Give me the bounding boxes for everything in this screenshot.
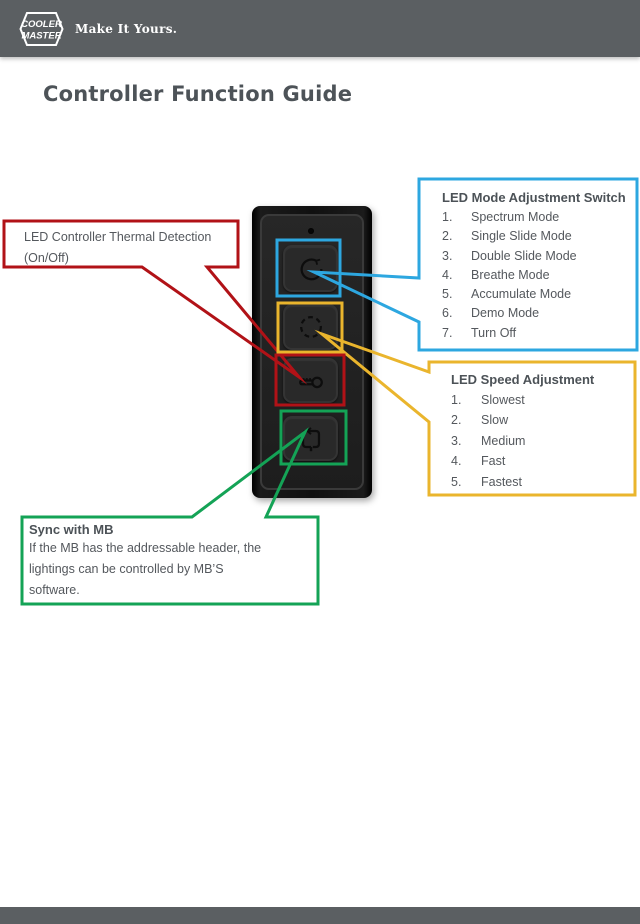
list-item: 7.Turn Off xyxy=(442,325,517,340)
brand-tagline: Make It Yours. xyxy=(75,21,178,36)
sync-arrow-icon xyxy=(301,426,320,451)
list-item: 1.Slowest xyxy=(451,393,525,407)
speed-callout: LED Speed Adjustment 1.Slowest 2.Slow 3.Me… xyxy=(429,362,635,495)
footer-bar xyxy=(0,907,640,924)
list-item: 3.Medium xyxy=(451,433,526,448)
list-item: 5.Fastest xyxy=(451,474,522,489)
mode-callout: LED Mode Adjustment Switch 1.Spectrum Mo… xyxy=(419,179,637,350)
mode-callout-title: LED Mode Adjustment Switch xyxy=(442,190,626,205)
mode-list: 1.Spectrum Mode 2.Single Slide Mode 3.Doub… xyxy=(442,208,637,343)
list-item: 4.Breathe Mode xyxy=(442,267,550,282)
logo-hexagon xyxy=(19,11,64,46)
sync-callout-text: If the MB has the addressable header, th… xyxy=(29,541,262,597)
list-item: 4.Fast xyxy=(451,454,506,469)
list-item: 5.Accumulate Mode xyxy=(442,287,572,302)
thermometer-icon xyxy=(298,376,323,388)
list-item: 3.Double Slide Mode xyxy=(442,248,577,263)
controller-device xyxy=(252,206,372,498)
led-mode-button xyxy=(283,245,338,292)
dashed-circle-icon xyxy=(299,316,322,338)
speed-list: 1.Slowest 2.Slow 3.Medium 4.Fast 5.Fastest xyxy=(451,390,635,492)
thermal-callout-text: LED Controller Thermal Detection (On/Off… xyxy=(24,230,212,265)
sync-mb-button xyxy=(283,416,338,461)
cycle-arrow-icon xyxy=(300,257,322,280)
header-bar: COOLER MASTER Make It Yours. xyxy=(0,0,640,57)
sync-callout: Sync with MB If the MB has the addressab… xyxy=(22,517,318,604)
cooler-master-logo: COOLER MASTER xyxy=(19,11,64,46)
list-item: 6.Demo Mode xyxy=(442,306,540,321)
thermal-detection-button xyxy=(283,358,338,403)
status-led-dot xyxy=(308,228,314,234)
led-speed-button xyxy=(283,304,338,350)
logo-text-line1: COOLER xyxy=(21,19,62,30)
thermal-callout: LED Controller Thermal Detection (On/Off… xyxy=(4,221,238,267)
list-item: 1.Spectrum Mode xyxy=(442,210,560,224)
speed-callout-title: LED Speed Adjustment xyxy=(451,372,595,387)
list-item: 2.Single Slide Mode xyxy=(442,229,572,244)
logo-text-line2: MASTER xyxy=(21,30,61,41)
list-item: 2.Slow xyxy=(451,413,509,428)
sync-callout-title: Sync with MB xyxy=(29,522,114,537)
page-title: Controller Function Guide xyxy=(43,82,353,106)
